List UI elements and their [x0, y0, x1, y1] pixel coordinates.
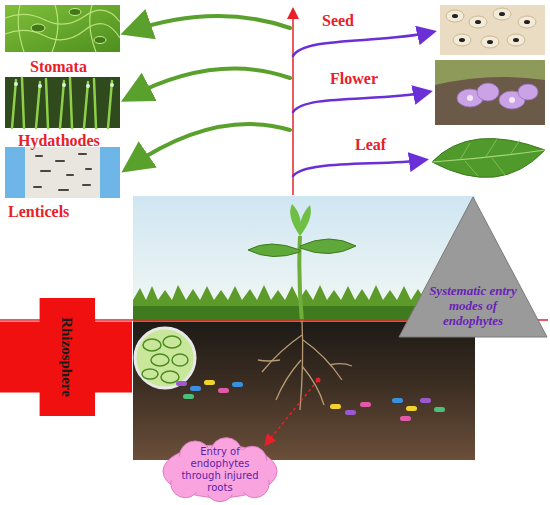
cloud-badge: Entry of endophytes through injured root… — [158, 437, 282, 503]
part-label: Leaf — [355, 136, 386, 154]
part-label: Stomata — [30, 58, 87, 76]
node-text: Entry of endophytes through injured root… — [172, 446, 268, 494]
node-text: Systematic entry modes of endophytes — [425, 283, 521, 328]
part-label: Lenticels — [8, 203, 69, 221]
triangle-badge: Systematic entry modes of endophytes — [398, 196, 548, 338]
part-label: Flower — [330, 70, 378, 88]
vertical-title: Rhizosphere — [59, 317, 74, 397]
part-label: Hydathodes — [18, 132, 100, 150]
cross-badge: Rhizosphere — [0, 298, 132, 416]
part-label: Seed — [322, 12, 354, 30]
